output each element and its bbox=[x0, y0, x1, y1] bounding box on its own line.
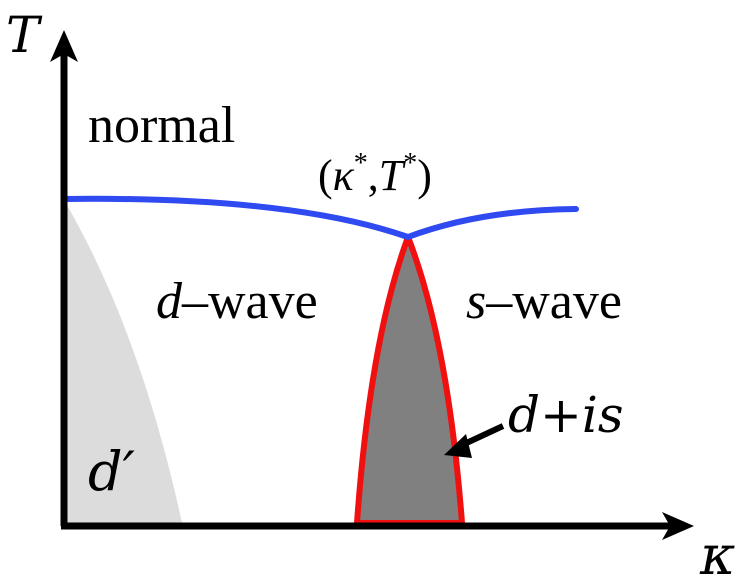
d-plus-is-d: d bbox=[508, 386, 540, 444]
x-axis-label: κ bbox=[699, 524, 735, 579]
d-wave-label-d: d bbox=[156, 273, 183, 330]
cp-close-paren: ) bbox=[417, 151, 432, 200]
cp-star-2: * bbox=[403, 148, 417, 179]
normal-superconducting-transition-line bbox=[61, 195, 579, 241]
s-wave-label-rest: –wave bbox=[485, 273, 622, 330]
d-prime-label: d′ bbox=[88, 440, 135, 503]
cp-star-1: * bbox=[354, 148, 368, 179]
cp-t: T bbox=[379, 151, 407, 200]
d-wave-label: d–wave bbox=[156, 273, 318, 330]
d-prime-region bbox=[64, 200, 182, 523]
cp-comma: , bbox=[368, 151, 379, 200]
d-wave-label-rest: –wave bbox=[181, 273, 318, 330]
s-wave-label: s–wave bbox=[466, 273, 622, 330]
d-plus-is-plus: + bbox=[540, 386, 582, 444]
d-plus-is-label: d+is bbox=[508, 386, 624, 444]
s-wave-label-s: s bbox=[466, 273, 486, 330]
d-plus-is-region bbox=[354, 234, 465, 526]
cp-kappa: κ bbox=[333, 151, 355, 200]
x-axis-arrowhead bbox=[662, 512, 694, 540]
d-is-pointer-arrowhead bbox=[444, 434, 472, 458]
normal-label: normal bbox=[88, 97, 235, 154]
y-axis-arrowhead bbox=[50, 30, 78, 62]
y-axis-label: T bbox=[6, 6, 43, 64]
critical-point-label: (κ*,T*) bbox=[318, 148, 432, 200]
d-plus-is-is: is bbox=[582, 386, 624, 444]
cp-open-paren: ( bbox=[318, 151, 333, 200]
